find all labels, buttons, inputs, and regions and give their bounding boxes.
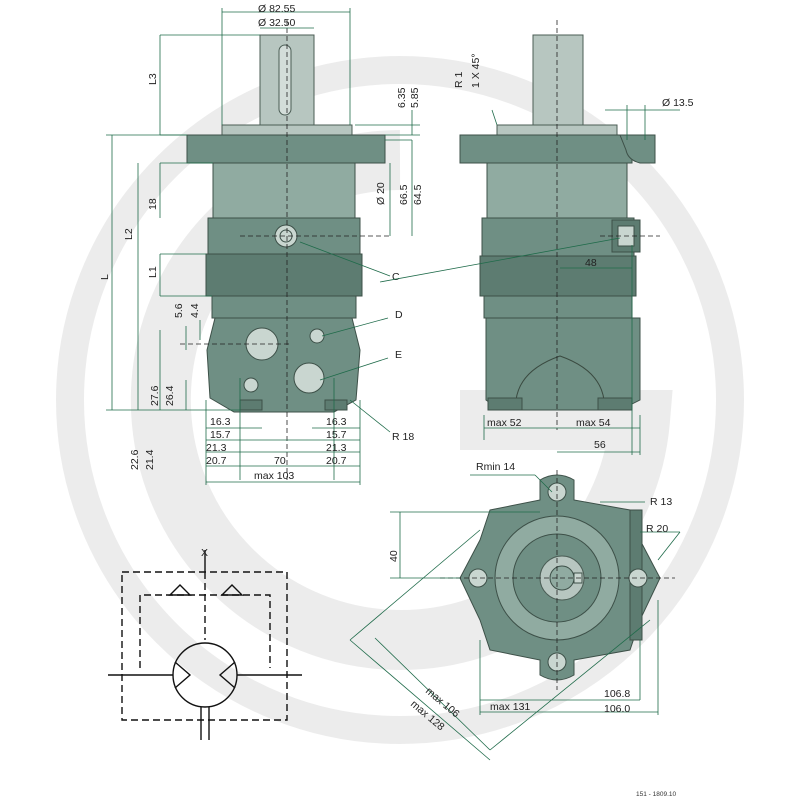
dim-max-131: max 131 [490,701,530,713]
dim-16-3-right: 16.3 [326,416,347,428]
dim-20-7-right: 20.7 [326,455,347,467]
dim-16-3-left: 16.3 [210,416,231,428]
shaft-key [278,44,292,116]
dim-18: 18 [147,198,159,210]
front-upper-body [212,162,356,219]
bottom-view [440,470,675,690]
dim-max-52: max 52 [487,417,522,429]
dim-l1: L1 [147,266,159,278]
port-d-front [309,328,325,344]
dim-l: L [99,274,111,280]
dim-21-3-right: 21.3 [326,442,347,454]
dim-15-7-right: 15.7 [326,429,347,441]
check-valve-right [220,584,244,596]
schematic-port-x: X [201,547,208,559]
side-view [459,20,660,430]
side-flange [459,134,633,164]
check-valve-left [168,584,192,596]
dim-5-6: 5.6 [173,303,185,318]
side-shaft [532,34,584,128]
front-dimension-texts: Ø 82.55 Ø 32.50 L3 18 L2 L L1 6.35 5.85 … [99,3,424,482]
dim-5-85: 5.85 [409,87,421,108]
side-dimension-texts: R 1 1 X 45° Ø 13.5 48 max 52 max 54 56 [453,53,694,451]
dim-106-0: 106.0 [604,703,630,715]
dim-40: 40 [388,550,400,562]
dim-66-5: 66.5 [398,184,410,205]
dim-d82-55: Ø 82.55 [258,3,296,15]
dim-70: 70 [274,455,286,467]
dim-20-7-left: 20.7 [206,455,227,467]
dim-r18: R 18 [392,431,414,443]
dim-d20: Ø 20 [375,182,387,205]
side-lower-housing [485,317,641,411]
hydraulic-schematic: X [108,547,302,740]
dim-r13: R 13 [650,496,672,508]
side-dimension-lines [379,105,680,455]
dim-106-8: 106.8 [604,688,630,700]
dim-chamfer: 1 X 45° [470,53,482,88]
footer-code: 151 - 1809.10 [636,791,677,798]
dim-21-4: 21.4 [144,449,156,470]
dim-27-6: 27.6 [149,385,161,406]
front-view [180,20,390,480]
dim-64-5: 64.5 [412,184,424,205]
dim-max-54: max 54 [576,417,611,429]
dim-21-3-left: 21.3 [206,442,227,454]
front-flange [186,134,386,164]
front-dimension-lines [106,8,420,485]
port-label-c: C [392,271,400,283]
bottom-dimension-lines [349,474,681,761]
side-mount-lug [619,134,656,164]
dim-l2: L2 [123,228,135,240]
dim-d32-50: Ø 32.50 [258,17,296,29]
port-e-front [293,362,325,394]
dim-48: 48 [585,257,597,269]
dim-max-103: max 103 [254,470,294,482]
dim-r20: R 20 [646,523,668,535]
dim-15-7-left: 15.7 [210,429,231,441]
dim-26-4: 26.4 [164,385,176,406]
dim-r1: R 1 [453,72,465,89]
dim-56: 56 [594,439,606,451]
dim-6-35: 6.35 [396,87,408,108]
port-label-d: D [395,309,403,321]
dim-4-4: 4.4 [189,303,201,318]
port-label-e: E [395,349,402,361]
dim-d13-5: Ø 13.5 [662,97,694,109]
dim-22-6: 22.6 [129,449,141,470]
dim-l3: L3 [147,73,159,85]
dim-rmin-14: Rmin 14 [476,461,515,473]
